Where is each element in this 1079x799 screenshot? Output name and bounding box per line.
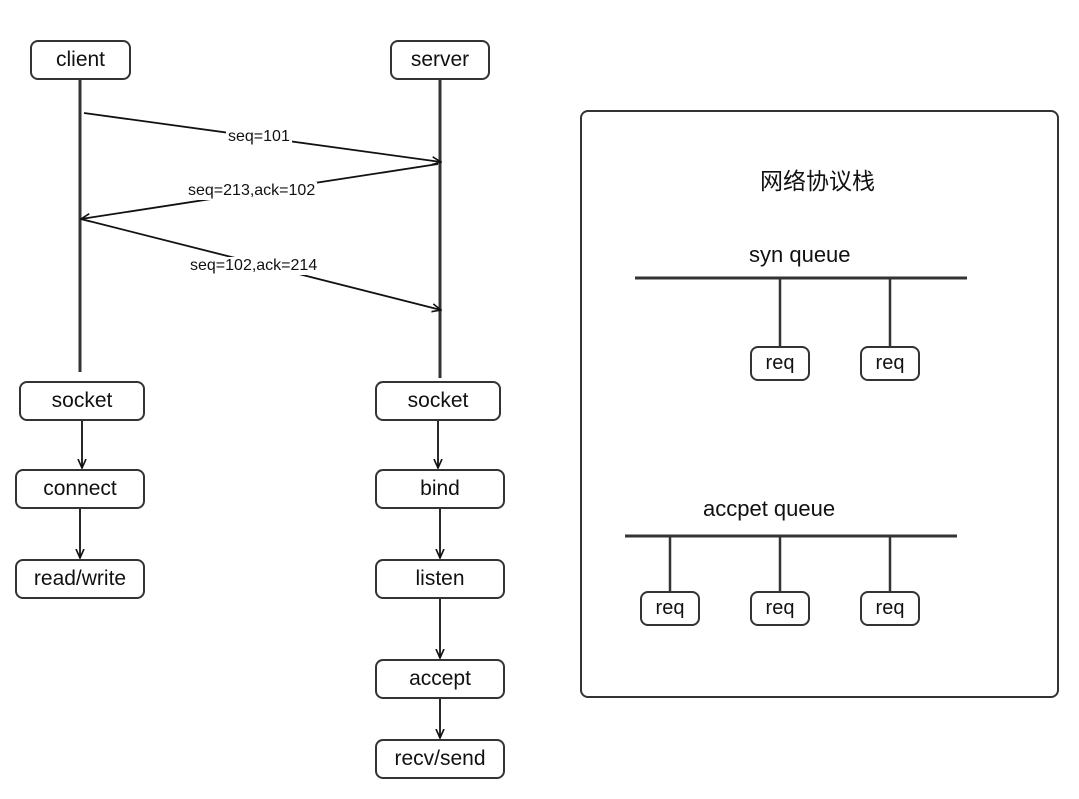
client-connect-step: connect [15, 469, 145, 509]
message-label-2: seq=213,ack=102 [186, 182, 318, 200]
syn-queue-label: syn queue [749, 242, 851, 267]
accept-queue-label: accpet queue [703, 496, 836, 521]
server-recvsend-step: recv/send [375, 739, 505, 779]
client-socket-step: socket [19, 381, 145, 421]
network-stack-title: 网络协议栈 [760, 169, 875, 195]
accept-queue-item: req [750, 591, 810, 626]
syn-queue-item: req [750, 346, 810, 381]
accept-queue-item: req [860, 591, 920, 626]
client-actor: client [30, 40, 131, 80]
server-actor: server [390, 40, 490, 80]
syn-queue-item: req [860, 346, 920, 381]
message-label-1: seq=101 [226, 128, 292, 146]
message-label-3: seq=102,ack=214 [188, 257, 320, 275]
server-socket-step: socket [375, 381, 501, 421]
accept-queue-item: req [640, 591, 700, 626]
client-readwrite-step: read/write [15, 559, 145, 599]
server-accept-step: accept [375, 659, 505, 699]
network-stack-panel [580, 110, 1059, 698]
server-listen-step: listen [375, 559, 505, 599]
server-bind-step: bind [375, 469, 505, 509]
